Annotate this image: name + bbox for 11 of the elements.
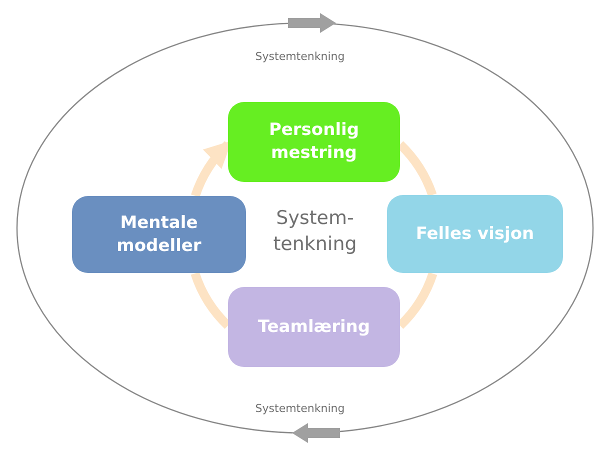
center-label: System- tenkning (272, 206, 358, 257)
node-label: Mentale modeller (116, 212, 202, 258)
process-box (387, 195, 563, 273)
node-label: Felles visjon (414, 222, 536, 246)
process-box (72, 196, 246, 273)
cycle-label: Systemtenkning (254, 402, 346, 417)
process-box (228, 287, 400, 367)
process-box (228, 102, 400, 182)
cycle-label: Systemtenkning (254, 50, 346, 65)
node-label: Teamlæring (256, 316, 372, 338)
node-label: Personlig mestring (268, 119, 360, 165)
